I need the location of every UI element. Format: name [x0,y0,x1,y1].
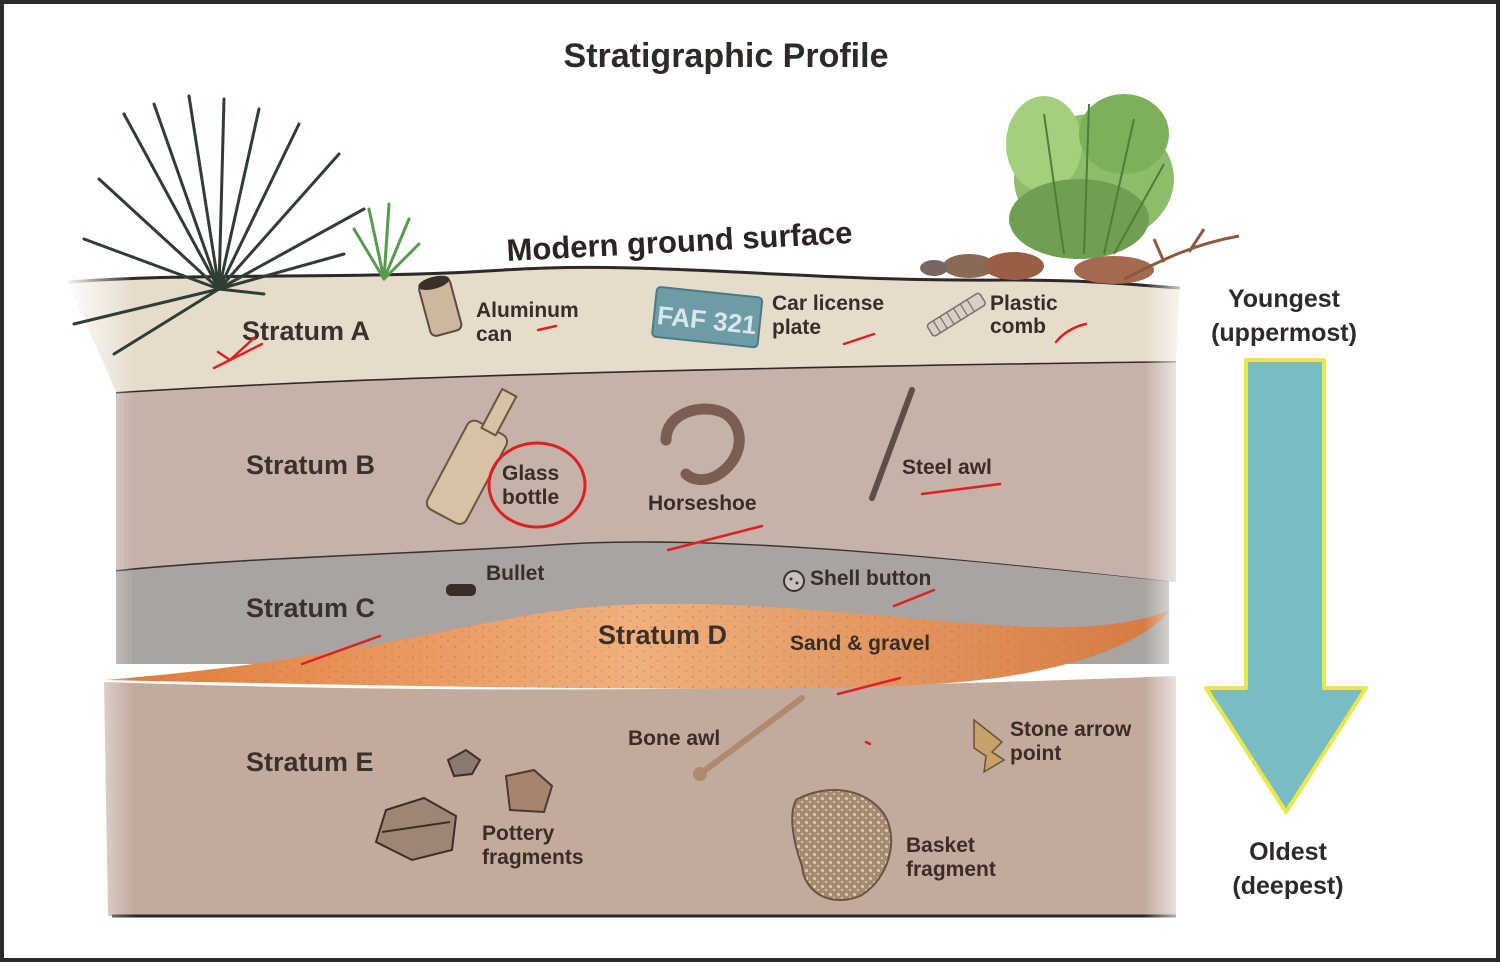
bullet-icon [446,584,476,596]
yucca-plant-icon [72,94,366,356]
bone-awl-label: Bone awl [628,727,720,750]
basket-fragment-icon [791,789,893,901]
shell-button-label: Shell button [810,567,931,590]
steel-awl-icon [869,387,915,501]
pottery-fragments-label-1: Pottery [482,822,555,845]
basket-fragment-label-2: fragment [906,858,996,881]
horseshoe-label: Horseshoe [648,492,757,515]
ground-surface-label: Modern ground surface [506,215,854,268]
deepest-label: (deepest) [1232,872,1343,900]
stratigraphic-diagram: Stratigraphic Profile Modern ground surf… [64,37,1368,934]
horseshoe-icon [660,403,745,486]
shrub-plant-icon [1006,94,1174,259]
aluminum-can-label-1: Aluminum [476,299,579,322]
stratum-d-label: Stratum D [598,620,727,650]
plastic-comb-icon [926,292,986,337]
stratum-e-label: Stratum E [246,747,374,777]
aluminum-can-icon [418,275,463,337]
plastic-comb-label-2: comb [990,315,1046,338]
plastic-comb-label-1: Plastic [990,292,1058,315]
rocks-icon [920,252,1154,284]
oldest-label: Oldest [1249,838,1327,866]
diagram-frame: Stratigraphic Profile Modern ground surf… [4,4,1496,958]
basket-fragment-label-1: Basket [906,834,975,857]
stratum-c-label: Stratum C [246,593,375,623]
stratum-e-band [104,676,1176,918]
glass-bottle-label-2: bottle [502,486,559,509]
stone-arrow-point-label-2: point [1010,742,1061,765]
aluminum-can-label-2: can [476,323,512,346]
license-plate-label-1: Car license [772,292,884,315]
twig-icon [1123,228,1240,281]
stratum-b-band [115,359,1177,582]
uppermost-label: (uppermost) [1211,319,1357,347]
grass-plant-icon [352,202,421,281]
pottery-fragments-icon [374,748,554,862]
stratum-b-label: Stratum B [246,450,375,480]
stone-arrow-point-label-1: Stone arrow [1010,718,1132,741]
glass-bottle-label-1: Glass [502,462,559,485]
bullet-label: Bullet [486,562,544,585]
red-annotation-marks [212,322,1088,746]
stratum-a-label: Stratum A [242,316,370,346]
diagram-title: Stratigraphic Profile [564,37,889,75]
glass-bottle-icon [425,387,518,525]
license-plate-icon: FAF 321 [651,286,764,349]
pottery-fragments-label-2: fragments [482,846,584,869]
steel-awl-label: Steel awl [902,456,992,479]
stratum-d-band [104,603,1170,689]
license-plate-label-2: plate [772,316,821,339]
sand-gravel-label: Sand & gravel [790,632,930,655]
age-arrow-icon [1204,358,1368,814]
youngest-label: Youngest [1228,285,1341,313]
stone-arrow-point-icon [973,718,1006,774]
shell-button-icon [783,570,805,592]
bone-awl-icon [693,695,805,781]
